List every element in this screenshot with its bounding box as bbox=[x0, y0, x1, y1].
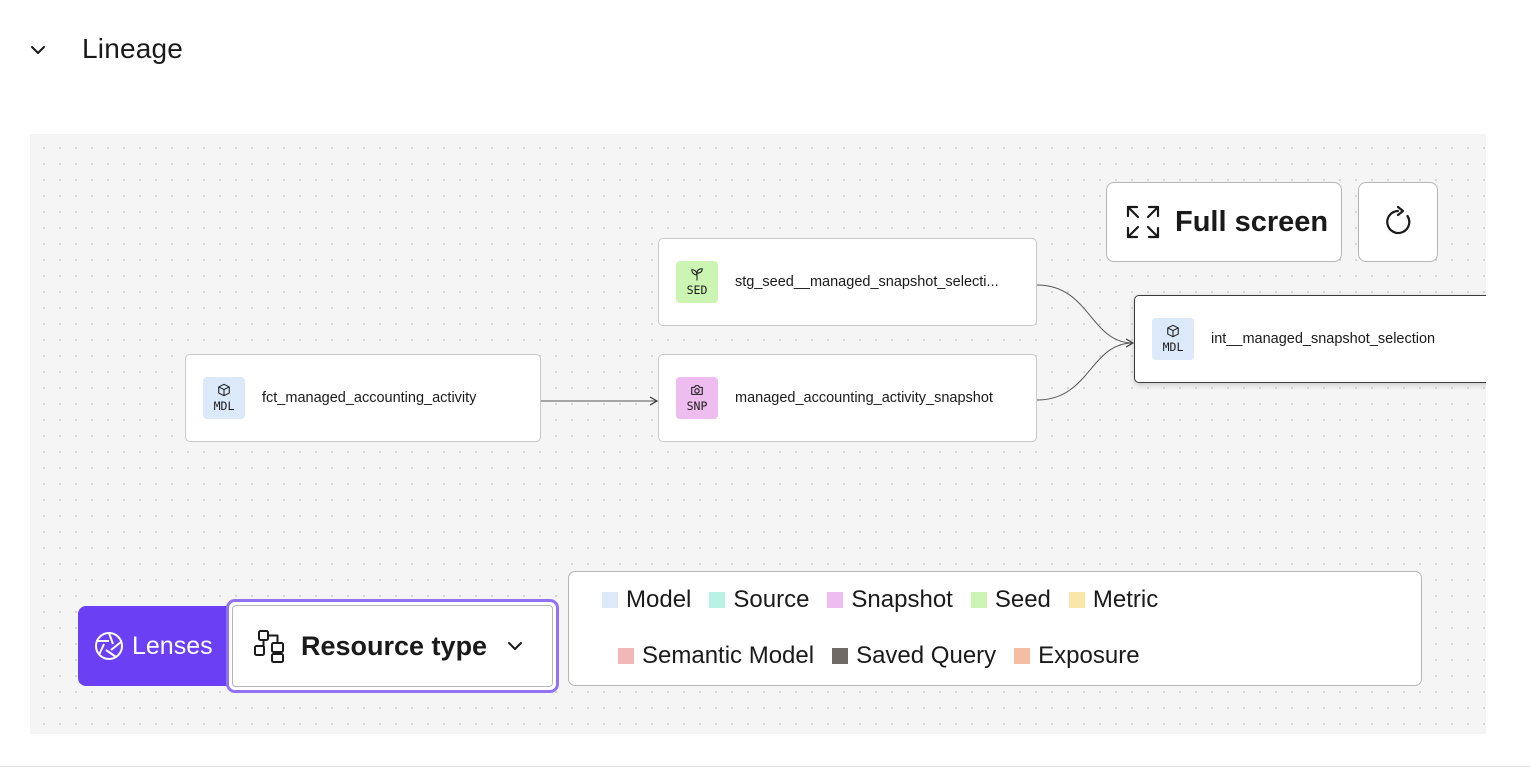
legend-label: Saved Query bbox=[856, 642, 997, 669]
legend-swatch bbox=[709, 592, 726, 608]
node-label: int__managed_snapshot_selection bbox=[1211, 331, 1436, 347]
legend-swatch bbox=[970, 592, 987, 608]
hierarchy-icon bbox=[254, 630, 284, 663]
collapse-button[interactable] bbox=[26, 38, 50, 62]
edge-seed-to-int bbox=[1036, 284, 1135, 348]
legend-swatch bbox=[618, 648, 634, 664]
resource-type-select-inner: Resource type bbox=[232, 605, 553, 687]
sprout-icon bbox=[691, 268, 703, 281]
legend-swatch bbox=[827, 592, 844, 608]
legend-item-metric: Metric bbox=[1068, 586, 1159, 614]
edge-snap-to-int bbox=[1036, 342, 1134, 401]
node-badge-model: MDL bbox=[203, 377, 245, 419]
chevron-down-icon bbox=[31, 46, 45, 54]
cube-icon bbox=[1167, 324, 1179, 338]
lineage-canvas[interactable]: MDL fct_managed_accounting_activity SED … bbox=[30, 134, 1486, 734]
legend-label: Source bbox=[733, 586, 810, 613]
legend-item-source: Source bbox=[709, 586, 809, 614]
node-badge-text: MDL bbox=[213, 399, 235, 413]
fullscreen-label: Full screen bbox=[1175, 205, 1329, 238]
legend-item-semantic-model: Semantic Model bbox=[618, 642, 814, 670]
node-badge-model: MDL bbox=[1152, 318, 1194, 360]
legend-label: Model bbox=[626, 586, 692, 613]
resource-type-select[interactable]: Resource type bbox=[226, 599, 559, 693]
node-badge-text: SED bbox=[686, 283, 708, 297]
lenses-label: Lenses bbox=[132, 631, 213, 660]
expand-icon bbox=[1126, 205, 1160, 239]
node-badge-snapshot: SNP bbox=[676, 377, 718, 419]
node-label: managed_accounting_activity_snapshot bbox=[735, 390, 993, 406]
node-stg-seed-managed-snapshot-selection[interactable]: SED stg_seed__managed_snapshot_selecti..… bbox=[658, 238, 1037, 326]
node-badge-seed: SED bbox=[676, 261, 718, 303]
legend-label: Seed bbox=[994, 586, 1051, 613]
refresh-icon bbox=[1386, 206, 1411, 235]
legend-item-snapshot: Snapshot bbox=[827, 586, 953, 614]
node-managed-accounting-activity-snapshot[interactable]: SNP managed_accounting_activity_snapshot bbox=[658, 354, 1037, 442]
lenses-button[interactable]: Lenses bbox=[78, 606, 228, 686]
chevron-down-icon bbox=[505, 636, 525, 656]
legend-item-exposure: Exposure bbox=[1014, 642, 1140, 670]
legend-label: Metric bbox=[1092, 586, 1159, 613]
legend-swatch bbox=[832, 648, 849, 664]
legend-label: Semantic Model bbox=[642, 642, 815, 669]
resource-type-legend: Model Source Snapshot Seed Metric S bbox=[568, 571, 1422, 686]
legend-item-saved-query: Saved Query bbox=[832, 642, 996, 670]
legend-label: Snapshot bbox=[851, 586, 953, 613]
legend-row: Model Source Snapshot Seed Metric bbox=[602, 586, 1176, 614]
fullscreen-button[interactable]: Full screen bbox=[1106, 182, 1342, 262]
legend-swatch bbox=[1014, 648, 1031, 664]
legend-swatch bbox=[1068, 592, 1085, 608]
node-label: fct_managed_accounting_activity bbox=[262, 390, 477, 406]
section-divider bbox=[0, 766, 1530, 767]
lineage-header: Lineage bbox=[0, 0, 1530, 100]
node-int-managed-snapshot-selection[interactable]: MDL int__managed_snapshot_selection bbox=[1134, 295, 1486, 383]
legend-row: Semantic Model Saved Query Exposure bbox=[618, 642, 1158, 670]
page-title: Lineage bbox=[82, 33, 184, 64]
refresh-button[interactable] bbox=[1358, 182, 1438, 262]
legend-item-seed: Seed bbox=[970, 586, 1051, 614]
node-badge-text: SNP bbox=[686, 399, 708, 413]
aperture-icon bbox=[95, 632, 123, 660]
legend-swatch bbox=[602, 592, 618, 608]
cube-icon bbox=[218, 383, 230, 397]
legend-item-model: Model bbox=[602, 586, 691, 614]
resource-type-label: Resource type bbox=[301, 630, 488, 661]
node-fct-managed-accounting-activity[interactable]: MDL fct_managed_accounting_activity bbox=[185, 354, 541, 442]
node-badge-text: MDL bbox=[1162, 340, 1184, 354]
legend-label: Exposure bbox=[1038, 642, 1140, 669]
camera-icon bbox=[691, 385, 703, 395]
node-label: stg_seed__managed_snapshot_selecti... bbox=[735, 274, 999, 290]
